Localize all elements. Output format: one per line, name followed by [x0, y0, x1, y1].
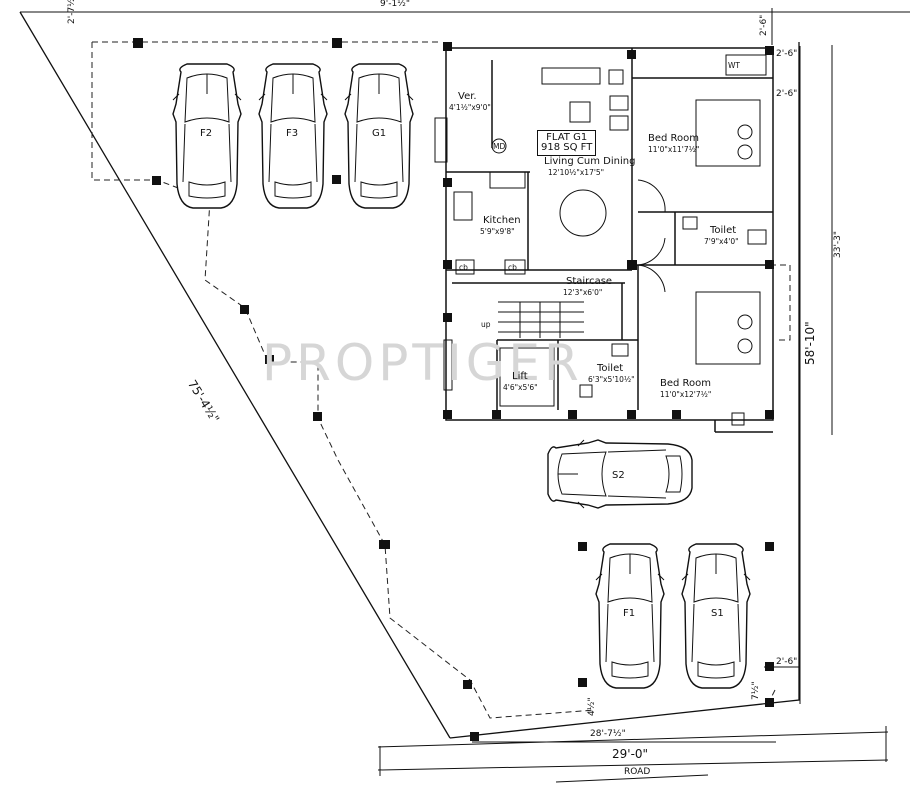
dim-bed-right: 2'-6" — [776, 89, 798, 99]
verandah-size: 4'1½"x9'0" — [449, 103, 491, 112]
dim-bottom-small: 7½" — [751, 681, 761, 700]
verandah-name: Ver. — [458, 91, 477, 102]
kitchen-name: Kitchen — [483, 215, 521, 226]
stair-up-label: up — [481, 320, 491, 329]
watermark: PROPTIGER — [262, 334, 583, 392]
cupboard-label-1: cb — [459, 263, 468, 272]
dim-right-33: 33'-3" — [833, 230, 843, 258]
car-label-s2: S2 — [612, 470, 625, 481]
toilet2-name: Toilet — [597, 363, 624, 374]
lift-name: Lift — [512, 371, 528, 382]
bedroom2-name: Bed Room — [660, 378, 712, 389]
living-name: Living Cum Dining — [544, 156, 636, 167]
cupboard-label-2: cb — [508, 263, 517, 272]
kitchen-size: 5'9"x9'8" — [480, 227, 515, 236]
dim-bottom-small2: 4½" — [587, 697, 597, 716]
car-label-f2: F2 — [200, 128, 213, 139]
staircase-size: 12'3"x6'0" — [563, 288, 603, 297]
staircase-name: Staircase — [566, 276, 613, 287]
dim-bottom-width: 28'-7½" — [590, 729, 626, 739]
toilet1-name: Toilet — [710, 225, 737, 236]
road-label: ROAD — [624, 767, 651, 777]
flat-label-box: FLAT G1 918 SQ FT — [537, 130, 597, 156]
dim-top-left: 2'-7½" — [67, 0, 77, 24]
bedroom1-name: Bed Room — [648, 133, 700, 144]
lift-size: 4'6"x5'6" — [503, 383, 538, 392]
car-label-f1: F1 — [623, 608, 636, 619]
flat-area: 918 SQ FT — [541, 142, 593, 153]
dim-right-second: 2'-6" — [776, 49, 798, 59]
dim-right-top: 2'-6" — [759, 14, 769, 36]
dim-frontage: 29'-0" — [612, 747, 649, 761]
toilet2-size: 6'3"x5'10½" — [588, 375, 635, 384]
bedroom2-size: 11'0"x12'7½" — [660, 390, 712, 399]
water-tank-label: WT — [728, 61, 740, 70]
car-label-s1: S1 — [711, 608, 724, 619]
flat-name: FLAT G1 — [546, 132, 588, 143]
bedroom1-size: 11'0"x11'7½" — [648, 145, 700, 154]
dim-top-cut: 9'-1½" — [380, 0, 411, 9]
car-label-f3: F3 — [286, 128, 299, 139]
dim-bottom-right: 2'-6" — [776, 657, 798, 667]
toilet1-size: 7'9"x4'0" — [704, 237, 739, 246]
living-size: 12'10½"x17'5" — [548, 168, 605, 177]
dim-right-58: 58'-10" — [803, 321, 817, 365]
main-door-label: MD — [493, 142, 506, 151]
car-label-g1: G1 — [372, 128, 387, 139]
